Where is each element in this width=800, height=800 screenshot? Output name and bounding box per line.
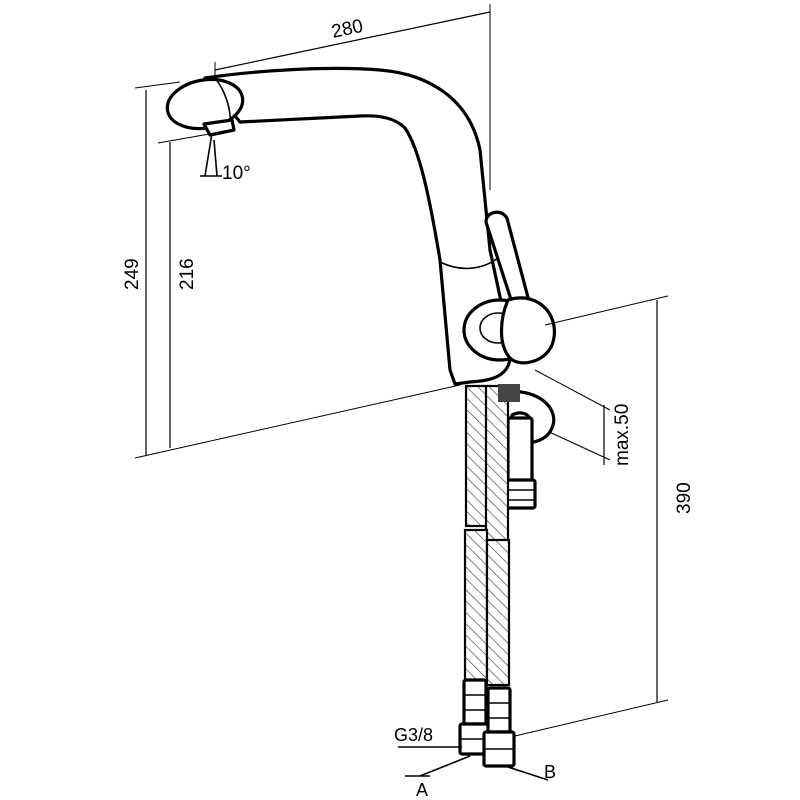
- hose-a-label: A: [416, 780, 428, 800]
- hose-b-callout: B: [504, 762, 556, 782]
- mounting-clamp: [501, 389, 556, 510]
- dim-280: 280: [214, 4, 491, 190]
- dim-10-deg-label: 10°: [222, 163, 251, 184]
- hose-b-label: B: [544, 762, 556, 782]
- dim-216-label: 216: [177, 258, 198, 290]
- dim-10-deg: 10°: [200, 132, 251, 184]
- hoses-upper: [464, 384, 520, 553]
- dim-max-50: max.50: [534, 295, 669, 466]
- dim-390: 390: [514, 300, 695, 737]
- dim-249-label: 249: [122, 258, 143, 290]
- thread-label: G3/8: [394, 725, 433, 745]
- hose-fittings: [458, 678, 516, 768]
- dim-390-label: 390: [674, 482, 695, 514]
- dim-max-50-label: max.50: [612, 404, 633, 466]
- thread-callout: G3/8: [394, 725, 462, 748]
- hose-a-callout: A: [405, 755, 471, 800]
- dim-280-label: 280: [330, 16, 365, 43]
- dim-216: 216: [157, 132, 216, 448]
- hoses-lower: [463, 528, 511, 687]
- dim-249: 249: [122, 81, 461, 459]
- faucet-body: [165, 66, 556, 386]
